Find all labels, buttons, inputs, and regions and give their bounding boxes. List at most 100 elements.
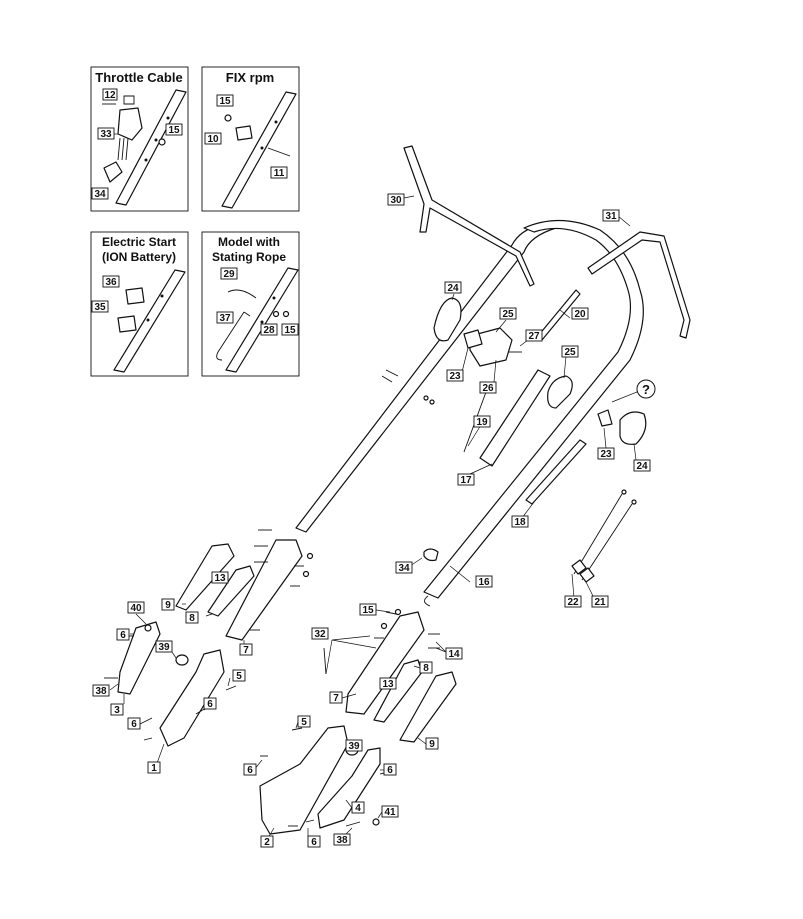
callout-24: 24 [636,461,648,472]
panel-title-throttle: Throttle Cable [95,70,182,85]
clip-23 [463,329,483,349]
callout-19: 19 [476,417,488,428]
callout-8: 8 [423,663,429,674]
throttle-lever [117,107,143,141]
question-mark: ? [642,382,650,397]
callout-23: 23 [600,449,612,460]
callout-1: 1 [151,763,157,774]
knob-25 [547,375,573,409]
callout-30: 30 [390,195,402,206]
bail-bar-31 [587,231,691,339]
upper-handle-right-tube [423,219,644,599]
knob-24 [433,297,462,342]
callout-40: 40 [130,603,142,614]
callout-6: 6 [120,630,126,641]
bracket-4 [317,747,381,829]
bail-bar-30 [403,145,535,287]
knob-24 [619,411,647,445]
callout-32: 32 [314,629,326,640]
bracket-1 [159,649,225,747]
callout-39: 39 [348,741,360,752]
callout-33: 33 [100,129,112,140]
callout-38: 38 [336,835,348,846]
callout-34: 34 [94,189,106,200]
panel-title-electric-line1: Electric Start [102,235,176,249]
callout-5: 5 [301,717,307,728]
bar-18 [525,439,587,505]
unknown-part-marker: ? [611,379,656,403]
callout-4: 4 [355,803,361,814]
bracket-3 [117,621,161,695]
callout-35: 35 [94,302,106,313]
callout-6: 6 [207,699,213,710]
callout-8: 8 [189,613,195,624]
callout-13: 13 [214,573,226,584]
handle-tube-segment [221,91,297,209]
callout-7: 7 [243,645,249,656]
callout-9: 9 [429,739,435,750]
start-clip [117,315,137,333]
clip-23 [597,409,613,427]
panel-title-fix-rpm: FIX rpm [226,70,274,85]
panel-title-rope-line1: Model with [218,235,280,249]
callout-39: 39 [158,642,170,653]
handle-tube-segment [113,269,186,373]
callout-25: 25 [564,347,576,358]
callout-24: 24 [447,283,459,294]
callout-labels: 30 31 24 25 27 20 23 26 25 19 17 23 24 1… [92,193,651,848]
callout-12: 12 [104,90,116,101]
callout-6: 6 [311,837,317,848]
callout-31: 31 [605,211,617,222]
callout-16: 16 [478,577,490,588]
rpm-block [235,125,253,141]
callout-37: 37 [219,313,231,324]
callout-26: 26 [482,383,494,394]
cover-9 [175,543,235,611]
callout-38: 38 [95,686,107,697]
control-bar-17 [479,369,551,467]
callout-23: 23 [449,371,461,382]
callout-15: 15 [284,325,296,336]
handle-tube-segment [225,267,299,373]
lower-handle-left-7 [225,539,303,641]
upper-handle [295,219,644,607]
callout-21: 21 [594,597,606,608]
callout-41: 41 [384,807,396,818]
callout-7: 7 [333,693,339,704]
callout-15: 15 [168,125,180,136]
panel-starting-rope: Model with Stating Rope [201,231,300,377]
callout-6: 6 [131,719,137,730]
callout-9: 9 [165,600,171,611]
callout-6: 6 [387,765,393,776]
callout-25: 25 [502,309,514,320]
callout-17: 17 [460,475,472,486]
callout-34: 34 [398,563,410,574]
clip-34 [423,548,439,562]
callout-6: 6 [247,765,253,776]
callout-10: 10 [207,134,219,145]
panel-title-electric-line2: (ION Battery) [102,250,176,264]
callout-2: 2 [264,837,270,848]
callout-15: 15 [362,605,374,616]
start-clip [125,287,145,305]
panel-fix-rpm: FIX rpm [201,66,300,212]
callout-5: 5 [236,671,242,682]
cover-8 [373,659,423,723]
callout-22: 22 [567,597,579,608]
callout-13: 13 [382,679,394,690]
callout-36: 36 [105,277,117,288]
panel-throttle-cable: Throttle Cable [90,66,189,212]
callout-18: 18 [514,517,526,528]
callout-14: 14 [448,649,460,660]
callout-11: 11 [274,168,285,179]
callout-28: 28 [263,325,275,336]
callout-20: 20 [574,309,586,320]
callout-15: 15 [219,96,231,107]
lower-handle-right-7 [345,611,425,715]
callout-29: 29 [223,269,235,280]
cover-9 [399,671,457,743]
callout-3: 3 [114,705,120,716]
panel-title-rope-line2: Stating Rope [212,250,286,264]
cover-8 [207,565,255,617]
